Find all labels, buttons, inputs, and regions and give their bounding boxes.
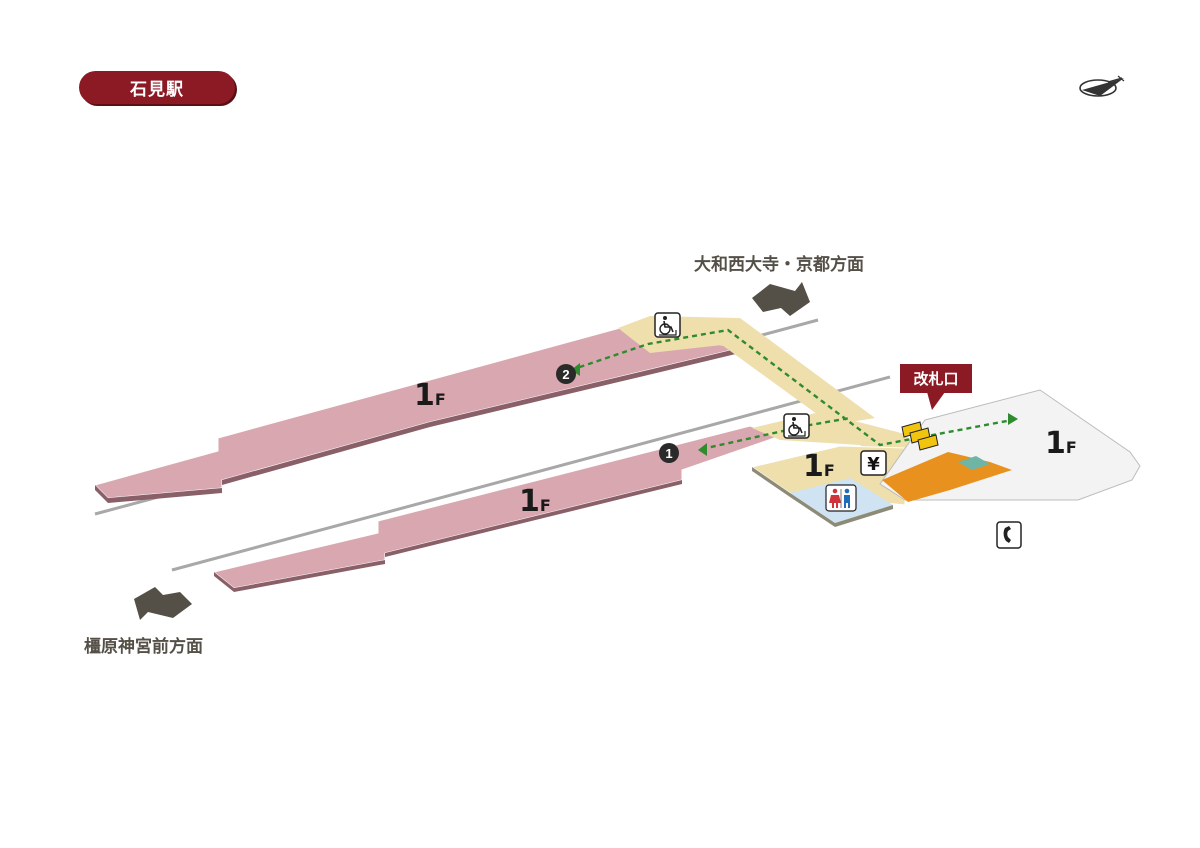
ticket-gate-label: 改札口 — [900, 364, 972, 393]
floor-suffix: F — [539, 496, 551, 515]
route-arrow-right — [1008, 413, 1018, 425]
floor-label-exit-area: 1F — [1045, 429, 1077, 459]
floor-number: 1 — [414, 378, 435, 413]
platform-number-2-text: 2 — [562, 367, 569, 382]
direction-label-north: 大和西大寺・京都方面 — [694, 255, 864, 275]
floor-suffix: F — [1065, 438, 1077, 457]
shop-teal — [958, 456, 990, 470]
arrow-south — [134, 587, 192, 620]
platform-number-2 — [556, 364, 576, 384]
svg-text:¥: ¥ — [867, 454, 880, 475]
station-name: 石見駅 — [130, 80, 184, 100]
floor-label-station-building: 1F — [803, 452, 835, 482]
restroom-icon — [825, 484, 857, 512]
arrow-north — [752, 282, 810, 316]
ticket-gate-text: 改札口 — [913, 370, 959, 388]
floor-number: 1 — [519, 484, 540, 519]
floor-suffix: F — [434, 390, 446, 409]
direction-label-south: 橿原神宮前方面 — [84, 637, 203, 657]
route-arrow-left-top — [571, 363, 580, 376]
floor-label-platform-1: 1F — [519, 487, 551, 517]
yen-icon: ¥ — [860, 450, 887, 476]
phone-icon — [996, 521, 1022, 549]
floor-number: 1 — [1045, 426, 1066, 461]
route-arrow-left-bottom — [698, 443, 707, 456]
wheelchair-icon-lower — [783, 413, 810, 439]
platform-2-edge — [95, 348, 740, 503]
compass-icon — [1079, 75, 1125, 97]
platform-number-1-text: 1 — [665, 446, 672, 461]
gate-label-pointer — [927, 392, 945, 410]
concourse-upper — [618, 316, 875, 425]
floor-number: 1 — [803, 449, 824, 484]
station-name-badge: 石見駅 — [79, 71, 235, 104]
track-lower — [171, 375, 891, 572]
building-edge — [752, 467, 893, 527]
wheelchair-icon — [654, 312, 681, 338]
floor-suffix: F — [823, 461, 835, 480]
platform-number-1 — [659, 443, 679, 463]
floor-label-platform-2: 1F — [414, 381, 446, 411]
ticket-gate-icon — [901, 421, 939, 451]
platform-1-area — [212, 425, 782, 589]
route-path-branch — [701, 416, 851, 451]
